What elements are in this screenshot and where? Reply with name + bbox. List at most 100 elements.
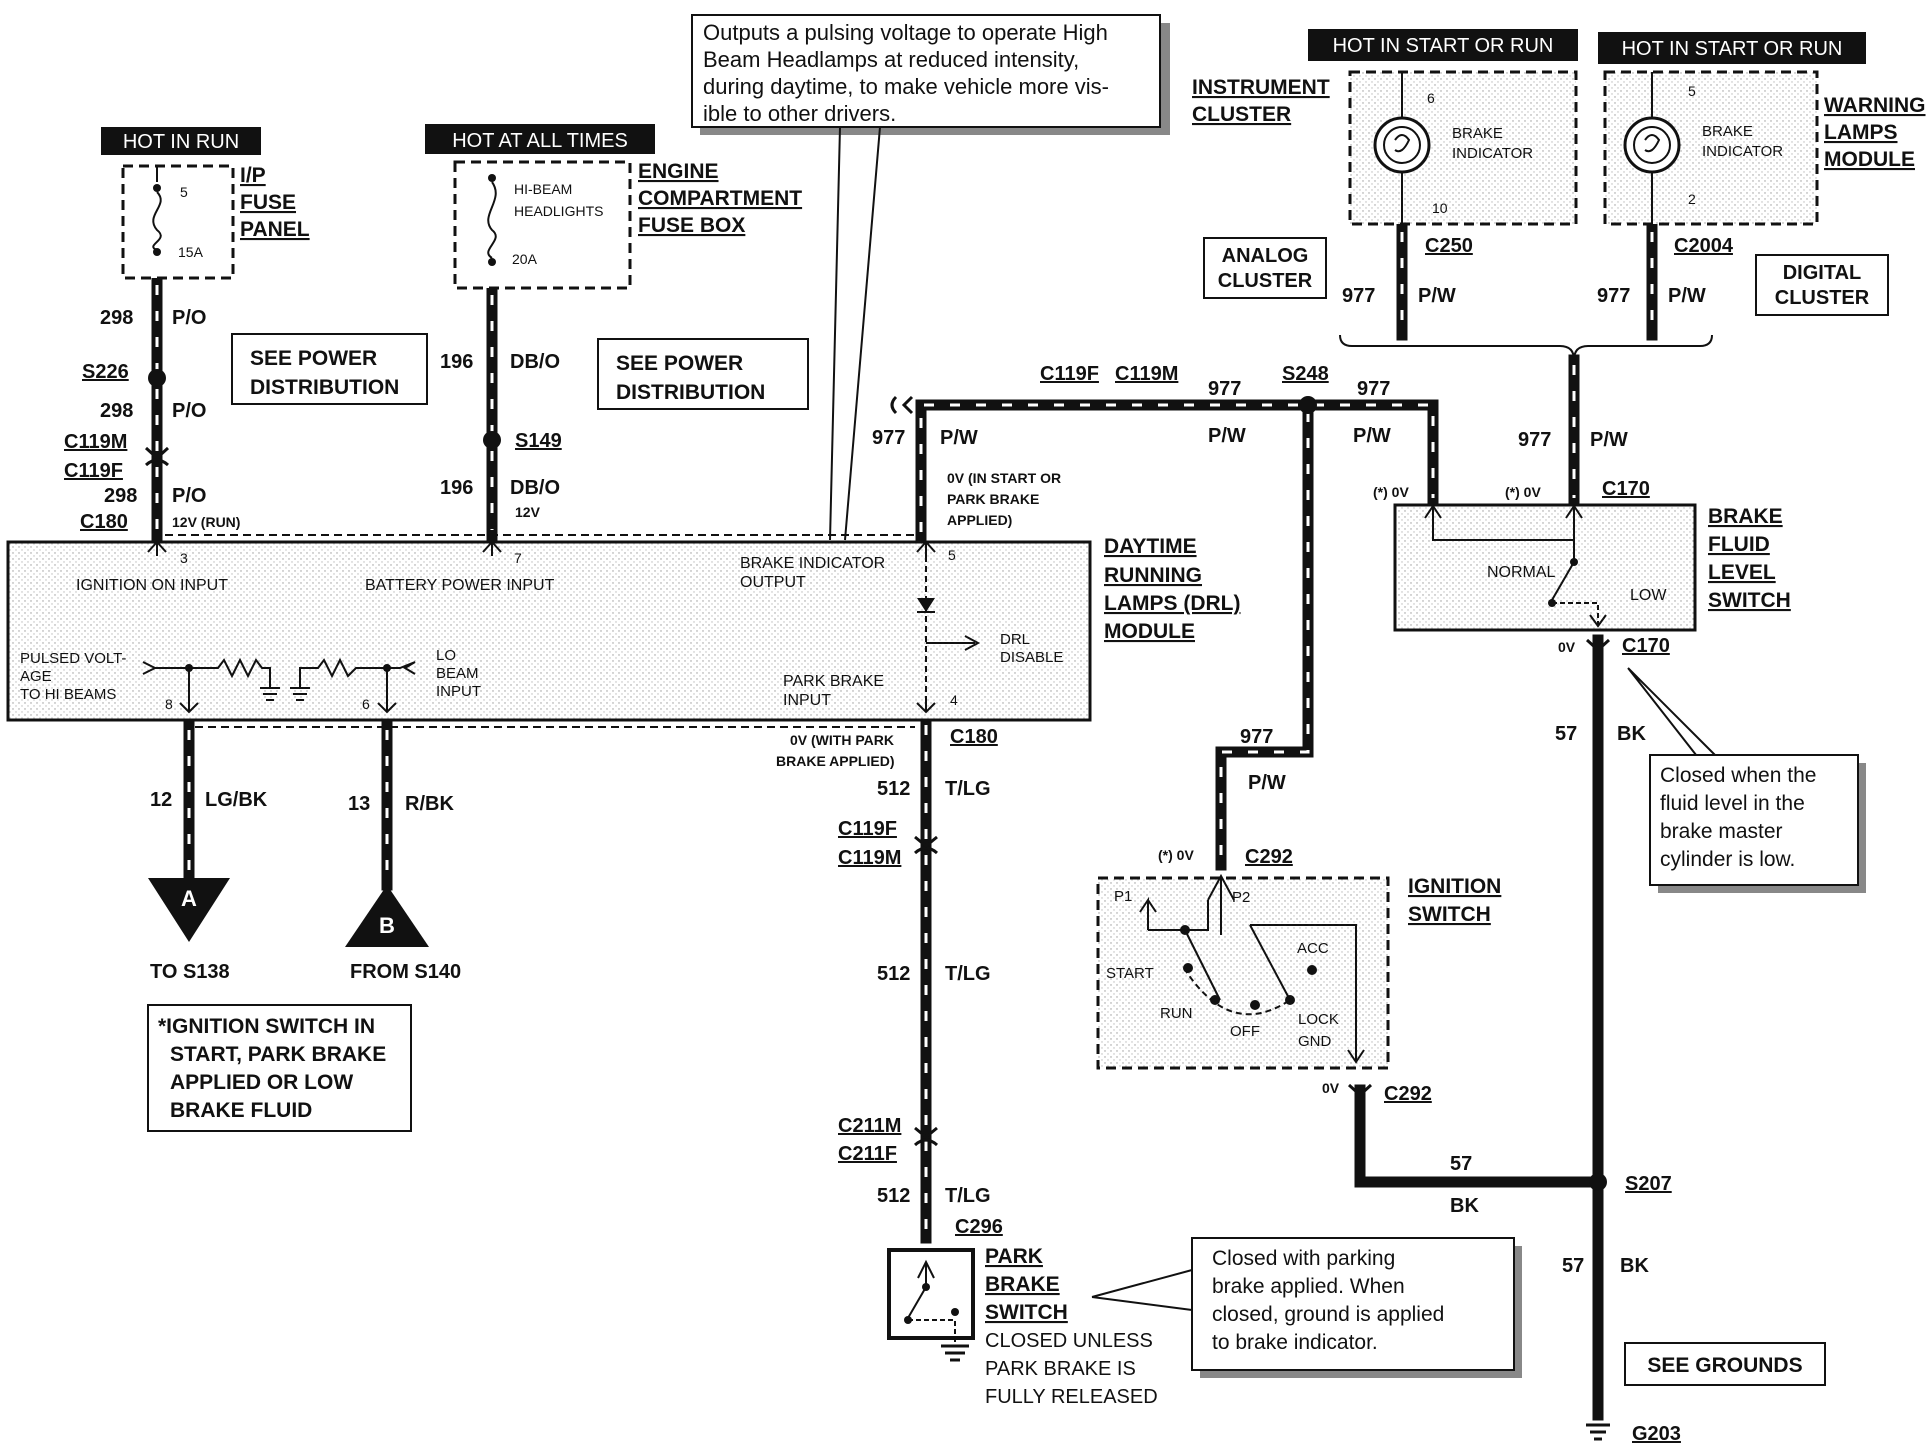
svg-text:298: 298: [104, 485, 137, 507]
see-power-distribution-1: SEE POWER DISTRIBUTION: [231, 333, 428, 405]
analog-cluster-box: ANALOG CLUSTER: [1203, 237, 1327, 299]
svg-text:298: 298: [100, 307, 133, 329]
svg-text:C170: C170: [1602, 478, 1650, 500]
svg-text:10: 10: [1432, 200, 1448, 216]
svg-text:298: 298: [100, 400, 133, 422]
svg-text:LEVEL: LEVEL: [1708, 561, 1776, 584]
svg-text:fluid level in the: fluid level in the: [1660, 792, 1805, 815]
svg-text:BATTERY POWER INPUT: BATTERY POWER INPUT: [365, 577, 555, 594]
wire-labels-12-13: 12 LG/BK 13 R/BK: [150, 789, 454, 815]
svg-text:SEE POWER: SEE POWER: [250, 347, 377, 370]
svg-text:cylinder is low.: cylinder is low.: [1660, 848, 1795, 871]
svg-text:196: 196: [440, 477, 473, 499]
svg-text:INDICATOR: INDICATOR: [1452, 145, 1533, 162]
svg-text:12: 12: [150, 789, 172, 811]
splice-s149: [483, 431, 501, 449]
svg-text:8: 8: [165, 696, 173, 712]
svg-text:P/O: P/O: [172, 485, 206, 507]
callout-fluid: Closed when the fluid level in the brake…: [1627, 667, 1866, 893]
ground-g203: G203: [1586, 1423, 1681, 1445]
svg-text:WARNING: WARNING: [1824, 94, 1926, 117]
svg-text:SWITCH: SWITCH: [1708, 589, 1791, 612]
svg-text:HOT IN START OR RUN: HOT IN START OR RUN: [1333, 35, 1554, 57]
svg-text:during daytime, to make vehicl: during daytime, to make vehicle more vis…: [703, 74, 1109, 99]
svg-text:ible to other drivers.: ible to other drivers.: [703, 101, 896, 126]
svg-text:OUTPUT: OUTPUT: [740, 574, 806, 591]
svg-text:SWITCH: SWITCH: [985, 1301, 1068, 1324]
svg-text:C119M: C119M: [64, 431, 127, 453]
svg-text:OFF: OFF: [1230, 1023, 1260, 1040]
svg-text:C292: C292: [1384, 1083, 1432, 1105]
svg-text:TO S138: TO S138: [150, 961, 230, 983]
svg-text:HOT IN START OR RUN: HOT IN START OR RUN: [1622, 38, 1843, 60]
svg-text:LAMPS: LAMPS: [1824, 121, 1898, 144]
svg-text:DIGITAL: DIGITAL: [1783, 262, 1862, 284]
svg-text:S248: S248: [1282, 363, 1329, 385]
svg-text:SEE GROUNDS: SEE GROUNDS: [1647, 1354, 1802, 1377]
svg-text:512: 512: [877, 963, 910, 985]
svg-text:PULSED VOLT-: PULSED VOLT-: [20, 650, 126, 667]
svg-text:PANEL: PANEL: [240, 218, 310, 241]
svg-text:512: 512: [877, 1185, 910, 1207]
svg-text:BRAKE FLUID: BRAKE FLUID: [170, 1099, 312, 1122]
svg-text:S207: S207: [1625, 1173, 1672, 1195]
svg-text:LG/BK: LG/BK: [205, 789, 268, 811]
svg-text:BRAKE: BRAKE: [1708, 505, 1783, 528]
svg-text:C180: C180: [950, 726, 998, 748]
ignition-note-box: *IGNITION SWITCH IN START, PARK BRAKE AP…: [147, 1004, 412, 1132]
svg-text:P/O: P/O: [172, 400, 206, 422]
svg-text:12V (RUN): 12V (RUN): [172, 514, 240, 530]
svg-text:MODULE: MODULE: [1824, 148, 1915, 171]
svg-text:IGNITION: IGNITION: [1408, 875, 1501, 898]
svg-text:DB/O: DB/O: [510, 477, 560, 499]
svg-text:TO HI BEAMS: TO HI BEAMS: [20, 686, 116, 703]
wire-labels-left: 298 P/O S226 298 P/O C119M C119F 298 P/O…: [64, 307, 562, 533]
svg-text:6: 6: [1427, 90, 1435, 106]
svg-text:C180: C180: [80, 511, 128, 533]
svg-text:BRAKE INDICATOR: BRAKE INDICATOR: [740, 555, 885, 572]
svg-text:brake applied. When: brake applied. When: [1212, 1275, 1405, 1298]
svg-text:977: 977: [1518, 429, 1551, 451]
svg-text:977: 977: [1208, 378, 1241, 400]
svg-text:(*) 0V: (*) 0V: [1505, 484, 1541, 500]
svg-text:HOT AT ALL TIMES: HOT AT ALL TIMES: [452, 130, 628, 152]
callout-pulsing: Outputs a pulsing voltage to operate Hig…: [691, 14, 1170, 541]
svg-text:P/W: P/W: [1248, 772, 1286, 794]
c292-bottom: 0V C292 57 BK S207 57 BK: [1322, 1080, 1672, 1277]
svg-text:ACC: ACC: [1297, 940, 1329, 957]
svg-text:3: 3: [180, 550, 188, 566]
svg-text:INPUT: INPUT: [436, 683, 481, 700]
svg-text:FUSE: FUSE: [240, 191, 296, 214]
svg-text:977: 977: [1597, 285, 1630, 307]
splice-s207: [1589, 1173, 1607, 1191]
svg-text:closed, ground is applied: closed, ground is applied: [1212, 1303, 1444, 1326]
hot-label-all-times: HOT AT ALL TIMES: [425, 124, 655, 154]
svg-text:977: 977: [1342, 285, 1375, 307]
svg-text:START, PARK BRAKE: START, PARK BRAKE: [170, 1043, 386, 1066]
svg-text:C119M: C119M: [1115, 363, 1178, 385]
svg-text:0V (IN START OR: 0V (IN START OR: [947, 470, 1061, 486]
svg-text:PARK BRAKE IS: PARK BRAKE IS: [985, 1358, 1136, 1380]
wire-labels-512: 0V (WITH PARK BRAKE APPLIED) C180 512 T/…: [776, 726, 1003, 1238]
svg-text:DAYTIME: DAYTIME: [1104, 535, 1197, 558]
svg-text:C119F: C119F: [1040, 363, 1099, 385]
svg-text:PARK BRAKE: PARK BRAKE: [947, 491, 1039, 507]
park-brake-switch: PARK BRAKE SWITCH CLOSED UNLESS PARK BRA…: [887, 1245, 1158, 1408]
svg-text:HEADLIGHTS: HEADLIGHTS: [514, 203, 603, 219]
svg-text:FULLY RELEASED: FULLY RELEASED: [985, 1386, 1158, 1408]
svg-text:LO: LO: [436, 647, 456, 664]
svg-text:C296: C296: [955, 1216, 1003, 1238]
svg-text:C292: C292: [1245, 846, 1293, 868]
svg-text:Closed when the: Closed when the: [1660, 764, 1816, 787]
svg-text:GND: GND: [1298, 1033, 1332, 1050]
engine-fuse-box: HI-BEAM HEADLIGHTS 20A ENGINE COMPARTMEN…: [453, 160, 802, 290]
svg-text:T/LG: T/LG: [945, 1185, 991, 1207]
brake-indicator-icon: [1373, 116, 1431, 174]
svg-text:BRAKE: BRAKE: [1702, 123, 1753, 140]
svg-text:INSTRUMENT: INSTRUMENT: [1192, 76, 1330, 99]
svg-text:0V: 0V: [1558, 639, 1576, 655]
svg-text:FLUID: FLUID: [1708, 533, 1770, 556]
svg-text:C250: C250: [1425, 235, 1473, 257]
svg-text:C119F: C119F: [64, 460, 123, 482]
svg-text:P/W: P/W: [1208, 425, 1246, 447]
